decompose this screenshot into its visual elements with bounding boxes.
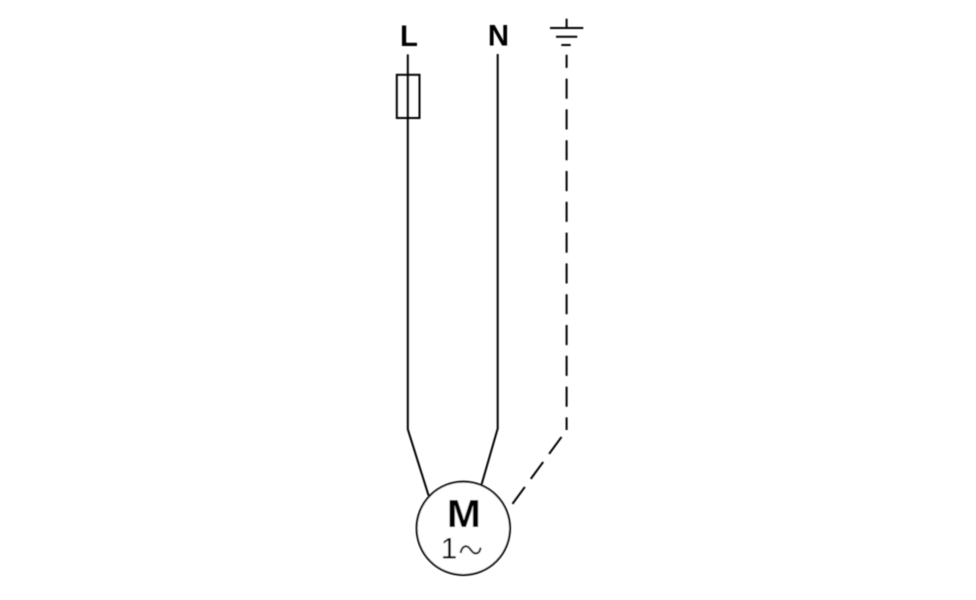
svg-text:L: L	[400, 20, 418, 53]
svg-text:M: M	[447, 493, 481, 536]
svg-text:1: 1	[441, 532, 457, 565]
svg-text:N: N	[488, 20, 509, 53]
